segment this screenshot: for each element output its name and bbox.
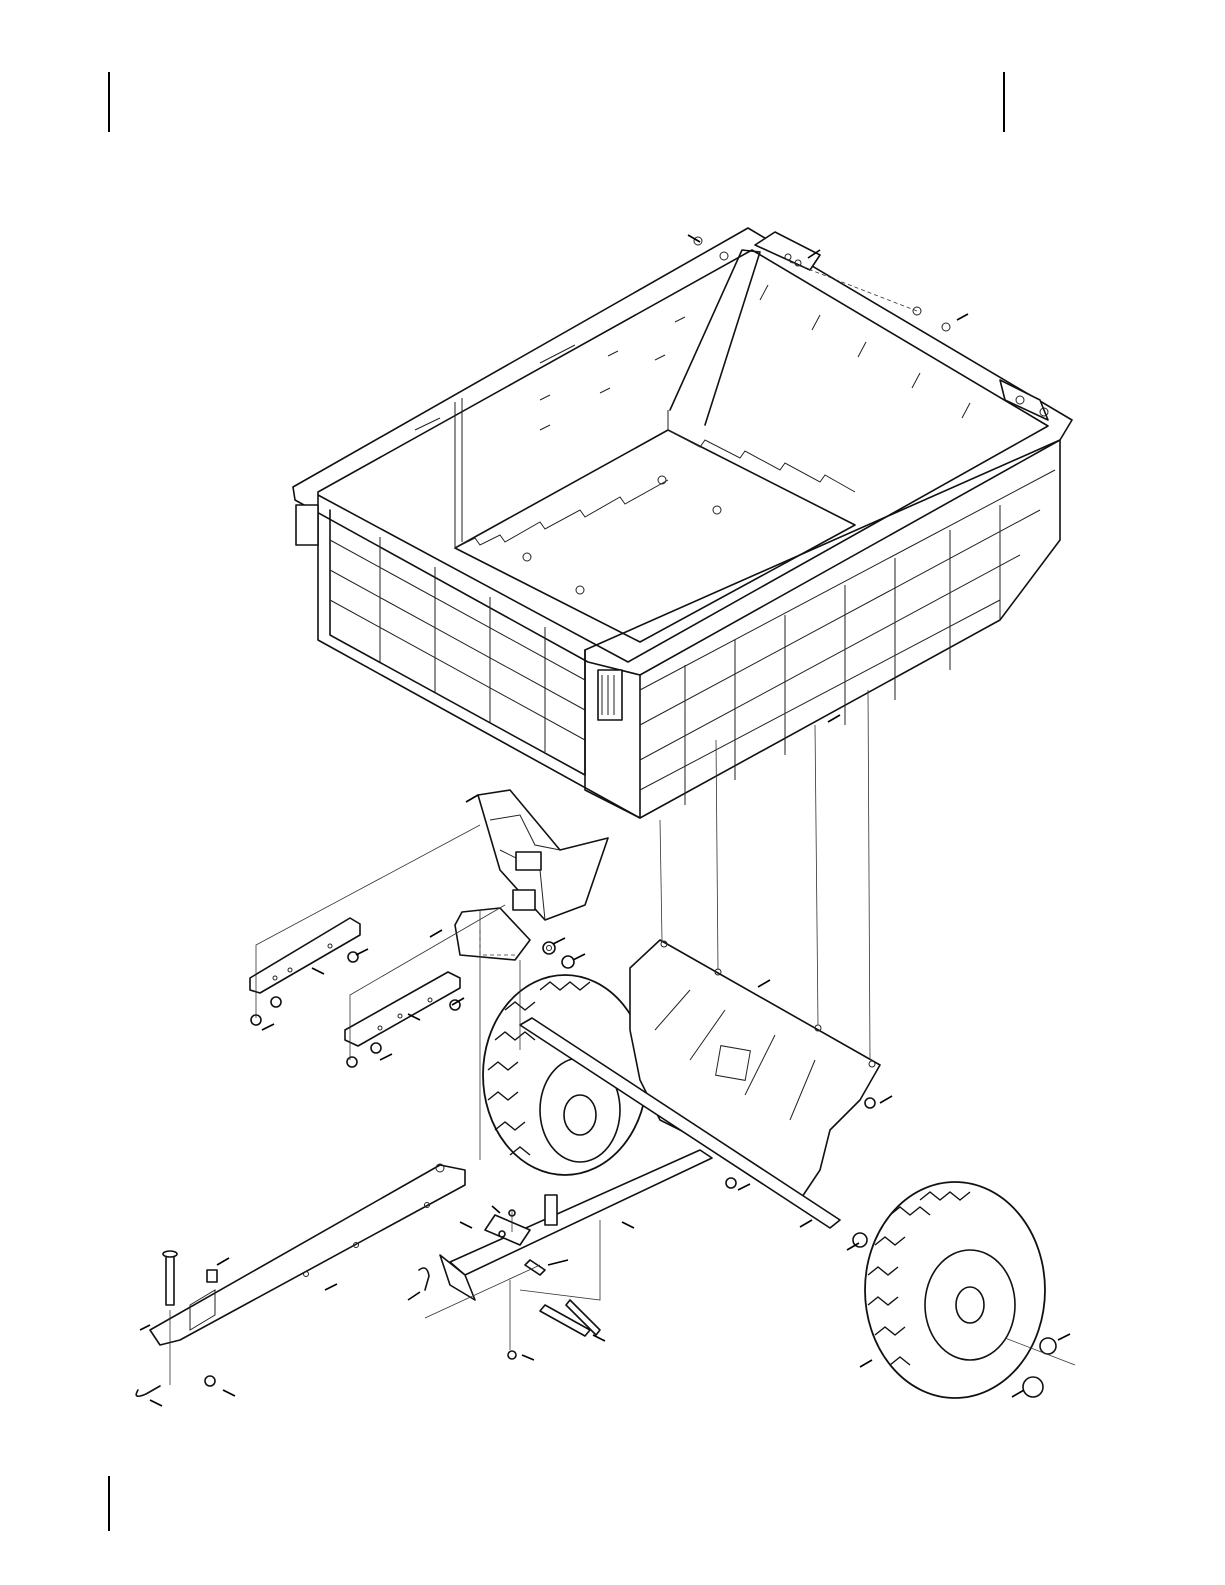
tongue — [150, 1164, 465, 1386]
dump-latch — [455, 908, 574, 968]
bed-pivot-bracket — [478, 790, 608, 920]
left-wheel — [483, 975, 647, 1175]
cart-bed — [293, 228, 1072, 818]
mounting-strap-right — [345, 972, 460, 1067]
mounting-strap-left — [250, 918, 360, 1025]
axle-support-plate — [630, 940, 880, 1200]
right-wheel — [853, 1182, 1075, 1398]
